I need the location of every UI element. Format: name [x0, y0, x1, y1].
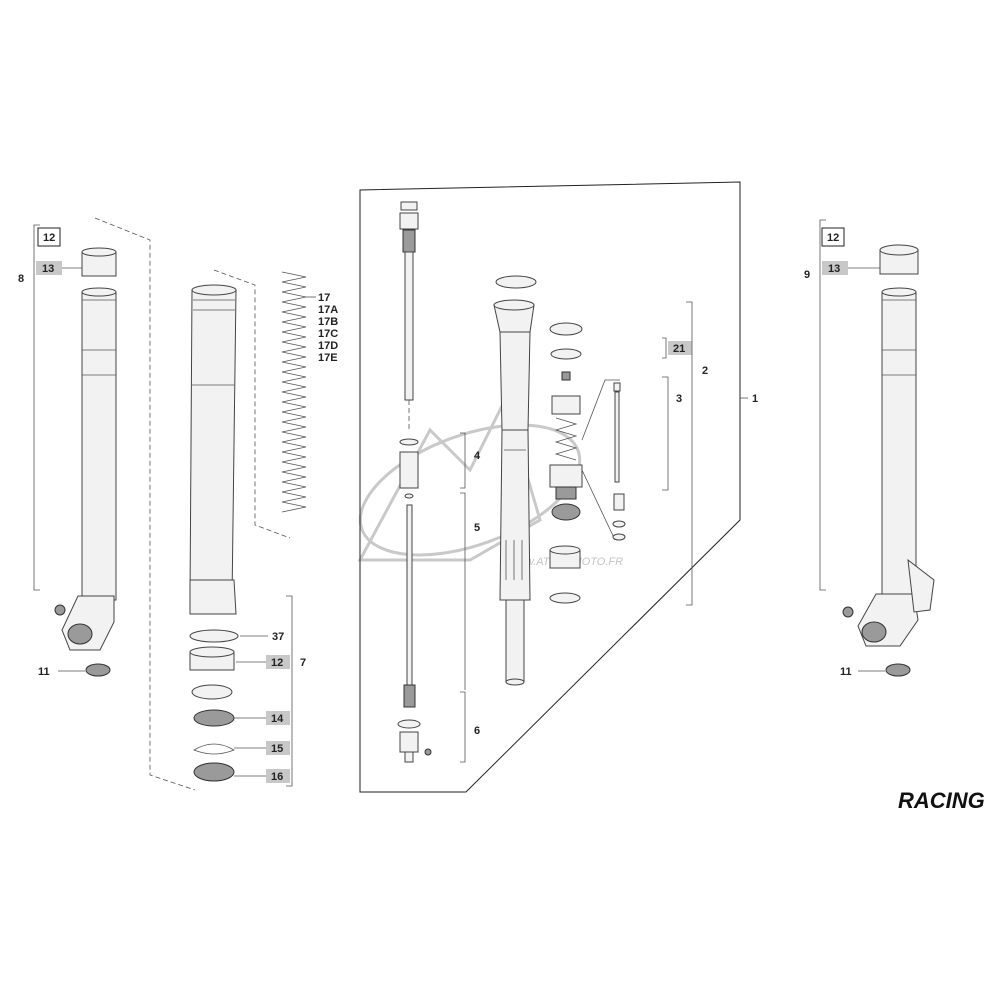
outer-tube-assembly: 17 17A 17B 17C 17D 17E 37 12 14 15 16 7 [189, 269, 338, 787]
left-label-13: 13 [42, 263, 54, 275]
spring-label-17e: 17E [318, 352, 338, 364]
left-label-11: 11 [38, 666, 50, 678]
spring-label-17c: 17C [318, 328, 338, 340]
label-2: 2 [702, 365, 708, 377]
right-label-9: 9 [804, 269, 810, 281]
left-box-12 [37, 227, 61, 247]
racing-label: RACING [898, 788, 985, 813]
label-12-seal: 12 [271, 657, 283, 669]
spring-label-17a: 17A [318, 304, 338, 316]
label-6: 6 [474, 725, 480, 737]
spring-label-17b: 17B [318, 316, 338, 328]
cartridge-assembly: 4 5 6 [359, 181, 758, 793]
right-label-11: 11 [840, 666, 852, 678]
left-label-12: 12 [43, 232, 55, 244]
spring-label-17d: 17D [318, 340, 338, 352]
label-21: 21 [673, 343, 685, 355]
label-16: 16 [271, 771, 283, 783]
label-5: 5 [474, 522, 480, 534]
label-14: 14 [271, 713, 284, 725]
label-37: 37 [272, 631, 284, 643]
left-fork-leg: 12 13 8 11 [18, 217, 196, 791]
label-15: 15 [271, 743, 283, 755]
right-label-13: 13 [828, 263, 840, 275]
watermark-logo: www.ATOUTMOTO.FR [357, 395, 623, 568]
left-label-8: 8 [18, 273, 24, 285]
spring-label-17: 17 [318, 292, 330, 304]
label-1: 1 [752, 393, 758, 405]
right-box-12 [821, 227, 845, 247]
right-label-12: 12 [827, 232, 839, 244]
label-3: 3 [676, 393, 682, 405]
label-7: 7 [300, 657, 306, 669]
right-fork-leg: 12 13 9 11 [804, 219, 935, 678]
fork-spring [281, 271, 307, 513]
label-4: 4 [474, 450, 481, 462]
